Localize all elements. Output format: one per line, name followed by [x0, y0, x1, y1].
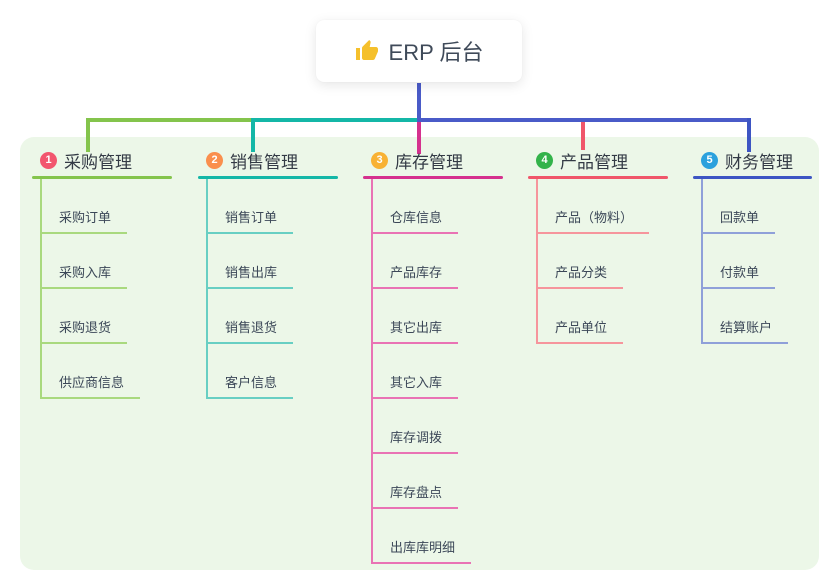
- child-node[interactable]: 供应商信息: [42, 344, 141, 399]
- branch-underline: [528, 176, 668, 179]
- child-node[interactable]: 库存调拨: [373, 399, 459, 454]
- child-node-label: 销售退货: [225, 320, 278, 335]
- branch-number-badge: 1: [40, 151, 57, 169]
- child-node-label: 销售订单: [225, 210, 278, 225]
- child-node-label: 客户信息: [225, 375, 278, 390]
- branch-underline: [198, 176, 338, 179]
- child-node[interactable]: 付款单: [703, 234, 776, 289]
- child-node[interactable]: 产品库存: [373, 234, 459, 289]
- child-node-label: 采购订单: [59, 210, 112, 225]
- child-node-label: 产品单位: [555, 320, 608, 335]
- child-node[interactable]: 采购退货: [42, 289, 128, 344]
- branch-node[interactable]: 3 库存管理: [363, 148, 503, 172]
- child-node[interactable]: 销售退货: [208, 289, 294, 344]
- child-node[interactable]: 产品（物料）: [538, 179, 650, 234]
- thumbs-up-icon: [355, 40, 378, 60]
- branch-node-label: 财务管理: [725, 152, 793, 172]
- child-node[interactable]: 仓库信息: [373, 179, 459, 234]
- child-node[interactable]: 销售订单: [208, 179, 294, 234]
- root-node[interactable]: ERP 后台: [316, 20, 522, 82]
- branch-finance: 5 财务管理 回款单 付款单 结算账户: [693, 148, 812, 344]
- child-node[interactable]: 采购订单: [42, 179, 128, 234]
- child-node-label: 其它出库: [390, 320, 443, 335]
- branch-children: 仓库信息 产品库存 其它出库 其它入库 库存调拨 库存盘点 出库库明细: [371, 179, 503, 564]
- root-node-label: ERP 后台: [388, 40, 484, 65]
- child-node[interactable]: 其它出库: [373, 289, 459, 344]
- branch-children: 采购订单 采购入库 采购退货 供应商信息: [40, 179, 172, 399]
- branch-node-label: 库存管理: [395, 152, 463, 172]
- child-node[interactable]: 出库库明细: [373, 509, 472, 564]
- child-node-label: 回款单: [720, 210, 760, 225]
- branch-node[interactable]: 5 财务管理: [693, 148, 812, 172]
- child-node[interactable]: 回款单: [703, 179, 776, 234]
- branch-children: 销售订单 销售出库 销售退货 客户信息: [206, 179, 338, 399]
- branch-node[interactable]: 4 产品管理: [528, 148, 668, 172]
- child-node-label: 供应商信息: [59, 375, 125, 390]
- child-node-label: 采购退货: [59, 320, 112, 335]
- child-node[interactable]: 采购入库: [42, 234, 128, 289]
- branch-number-badge: 3: [371, 151, 388, 169]
- branch-number-badge: 5: [701, 151, 718, 169]
- branch-underline: [363, 176, 503, 179]
- branches-panel: [20, 137, 819, 570]
- child-node-label: 出库库明细: [390, 540, 456, 555]
- child-node-label: 产品分类: [555, 265, 608, 280]
- branch-inventory: 3 库存管理 仓库信息 产品库存 其它出库 其它入库 库存调拨 库存盘点 出库库…: [363, 148, 503, 564]
- child-node-label: 其它入库: [390, 375, 443, 390]
- branch-sales: 2 销售管理 销售订单 销售出库 销售退货 客户信息: [198, 148, 338, 399]
- branch-purchase: 1 采购管理 采购订单 采购入库 采购退货 供应商信息: [32, 148, 172, 399]
- branch-node[interactable]: 1 采购管理: [32, 148, 172, 172]
- child-node-label: 库存盘点: [390, 485, 443, 500]
- branch-number-badge: 2: [206, 151, 223, 169]
- child-node-label: 付款单: [720, 265, 760, 280]
- branch-node-label: 采购管理: [64, 152, 132, 172]
- branch-node-label: 产品管理: [560, 152, 628, 172]
- branch-product: 4 产品管理 产品（物料） 产品分类 产品单位: [528, 148, 668, 344]
- branch-underline: [693, 176, 812, 179]
- child-node-label: 仓库信息: [390, 210, 443, 225]
- child-node[interactable]: 结算账户: [703, 289, 789, 344]
- child-node-label: 销售出库: [225, 265, 278, 280]
- child-node-label: 产品（物料）: [555, 210, 634, 225]
- child-node[interactable]: 销售出库: [208, 234, 294, 289]
- child-node-label: 采购入库: [59, 265, 112, 280]
- child-node-label: 产品库存: [390, 265, 443, 280]
- branch-number-badge: 4: [536, 151, 553, 169]
- child-node-label: 结算账户: [720, 320, 773, 335]
- child-node[interactable]: 客户信息: [208, 344, 294, 399]
- child-node[interactable]: 产品分类: [538, 234, 624, 289]
- branch-node[interactable]: 2 销售管理: [198, 148, 338, 172]
- child-node[interactable]: 其它入库: [373, 344, 459, 399]
- branch-children: 产品（物料） 产品分类 产品单位: [536, 179, 668, 344]
- branch-children: 回款单 付款单 结算账户: [701, 179, 812, 344]
- child-node-label: 库存调拨: [390, 430, 443, 445]
- child-node[interactable]: 库存盘点: [373, 454, 459, 509]
- branch-node-label: 销售管理: [230, 152, 298, 172]
- child-node[interactable]: 产品单位: [538, 289, 624, 344]
- branch-underline: [32, 176, 172, 179]
